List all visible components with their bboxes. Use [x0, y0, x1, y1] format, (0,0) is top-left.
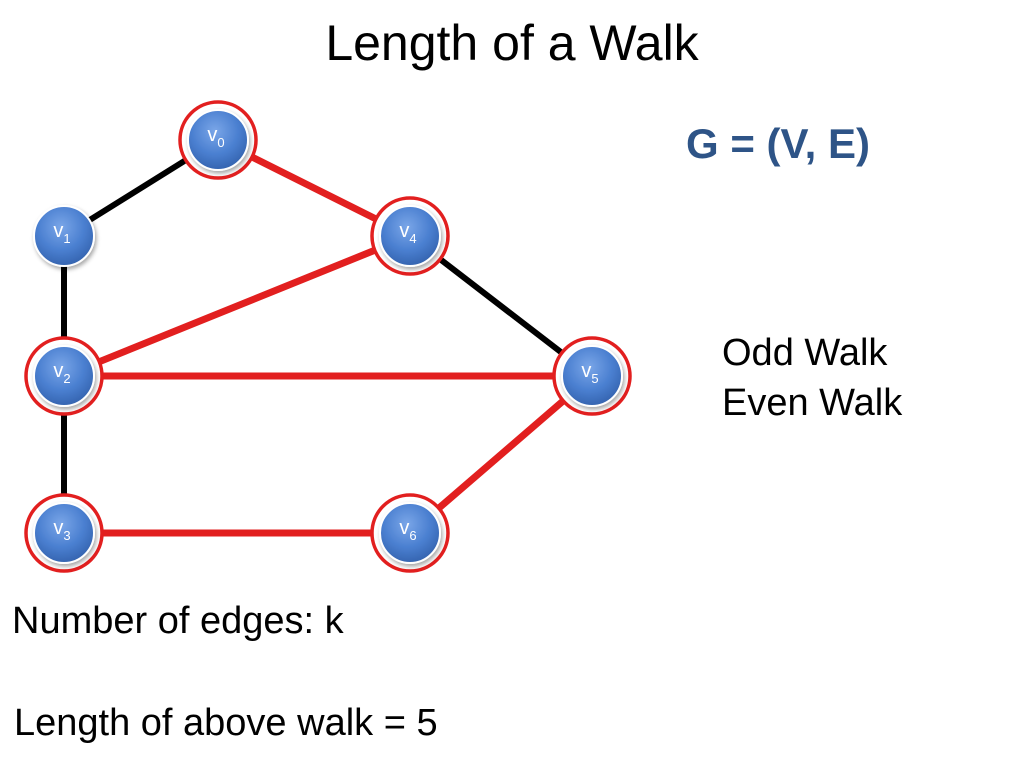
- edges-layer: [60, 136, 596, 537]
- walk-length-note: Length of above walk = 5: [14, 702, 438, 744]
- graph-definition: G = (V, E): [686, 120, 871, 167]
- vertex-v1: v1: [33, 205, 95, 267]
- vertex-circle: [33, 502, 95, 564]
- vertex-circle: [379, 502, 441, 564]
- vertex-v6: v6: [370, 493, 450, 573]
- walk-type-odd: Odd Walk: [722, 332, 888, 374]
- walk-type-even: Even Walk: [722, 382, 903, 424]
- vertex-circle: [33, 345, 95, 407]
- vertex-label: v3: [53, 517, 70, 543]
- vertex-circle: [561, 345, 623, 407]
- edge-v4-v2: [60, 232, 414, 380]
- vertex-label: v1: [53, 220, 70, 246]
- vertex-v2: v2: [24, 336, 104, 416]
- edge-v5-v6: [406, 372, 596, 537]
- vertex-circle: [379, 205, 441, 267]
- vertex-v5: v5: [552, 336, 632, 416]
- walk-types: Odd Walk Even Walk: [722, 328, 902, 428]
- vertices-layer: v0 v1 v2 v3 v4 v5 v6: [24, 100, 632, 573]
- vertex-label: v2: [53, 360, 70, 386]
- vertex-v0: v0: [178, 100, 258, 180]
- vertex-label: v6: [399, 517, 416, 543]
- vertex-v4: v4: [370, 196, 450, 276]
- vertex-label: v4: [399, 220, 416, 246]
- edge-count-note: Number of edges: k: [12, 600, 344, 642]
- vertex-v3: v3: [24, 493, 104, 573]
- slide-title: Length of a Walk: [325, 15, 699, 71]
- vertex-circle: [187, 109, 249, 171]
- vertex-label: v5: [581, 360, 598, 386]
- vertex-circle: [33, 205, 95, 267]
- vertex-label: v0: [207, 124, 224, 150]
